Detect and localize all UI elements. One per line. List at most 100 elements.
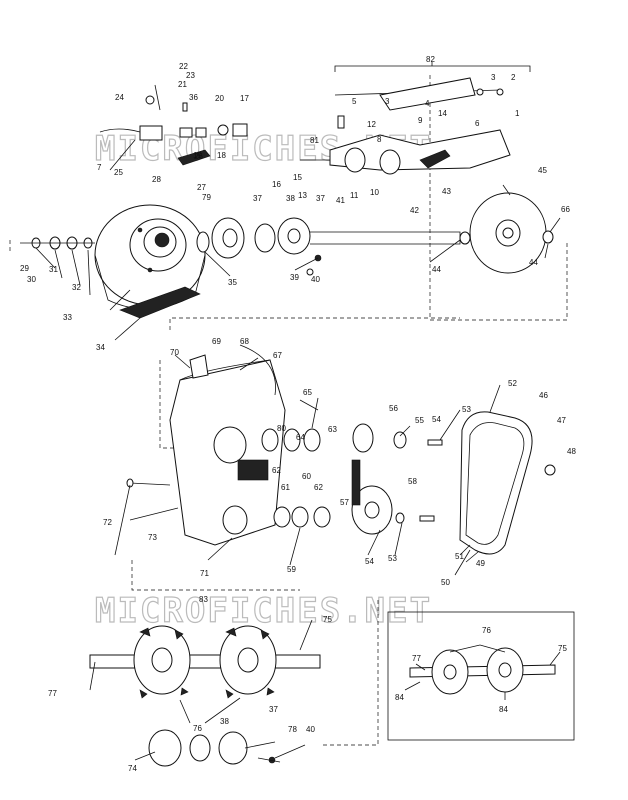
label-68: 68 — [240, 337, 249, 346]
label-44: 44 — [432, 265, 441, 274]
label-46: 46 — [539, 391, 548, 400]
label-77: 77 — [48, 689, 57, 698]
bolt-72 — [126, 478, 171, 488]
label-65: 65 — [303, 388, 312, 397]
label-39: 39 — [290, 273, 299, 282]
label-18: 18 — [217, 151, 226, 160]
label-62: 62 — [272, 466, 281, 475]
label-60: 60 — [302, 472, 311, 481]
label-76b: 76 — [482, 626, 491, 635]
label-36: 36 — [189, 93, 198, 102]
label-50: 50 — [441, 578, 450, 587]
chaincase-housing — [169, 344, 286, 546]
label-78: 78 — [288, 725, 297, 734]
label-51: 51 — [455, 552, 464, 561]
dashline-upper-right — [429, 75, 568, 321]
label-7: 7 — [97, 163, 102, 172]
label-1: 1 — [515, 109, 520, 118]
watermark-bottom: MICROFICHES.NET — [95, 591, 432, 631]
label-31: 31 — [49, 265, 58, 274]
label-71: 71 — [200, 569, 209, 578]
label-37a: 37 — [253, 194, 262, 203]
label-28: 28 — [152, 175, 161, 184]
label-4: 4 — [425, 99, 430, 108]
label-38b: 38 — [220, 717, 229, 726]
drive-belt — [119, 286, 201, 319]
label-52: 52 — [508, 379, 517, 388]
label-29: 29 — [20, 264, 29, 273]
brake-linkage — [300, 77, 511, 175]
label-49: 49 — [476, 559, 485, 568]
label-17: 17 — [240, 94, 249, 103]
label-79: 79 — [202, 193, 211, 202]
label-16: 16 — [272, 180, 281, 189]
label-27: 27 — [197, 183, 206, 192]
label-3: 3 — [491, 73, 496, 82]
label-26: 26 — [194, 152, 203, 161]
label-83: 83 — [199, 595, 208, 604]
label-14: 14 — [438, 109, 447, 118]
label-33: 33 — [63, 313, 72, 322]
label-84: 84 — [395, 693, 404, 702]
drive-pulley — [94, 204, 206, 310]
label-58: 58 — [408, 477, 417, 486]
top-left-small-parts — [99, 84, 248, 166]
label-48: 48 — [567, 447, 576, 456]
drive-axle — [89, 625, 321, 699]
label-73: 73 — [148, 533, 157, 542]
label-23: 23 — [186, 71, 195, 80]
label-53b: 53 — [388, 554, 397, 563]
label-8: 8 — [377, 135, 382, 144]
label-44b: 44 — [529, 258, 538, 267]
label-81: 81 — [310, 136, 319, 145]
label-2: 2 — [511, 73, 516, 82]
label-12: 12 — [367, 120, 376, 129]
label-67: 67 — [273, 351, 282, 360]
label-22: 22 — [179, 62, 188, 71]
label-64: 64 — [296, 433, 305, 442]
label-6: 6 — [475, 119, 480, 128]
part-labels: 1 2 3 3 4 5 6 7 8 9 10 11 12 13 14 15 16… — [20, 55, 576, 773]
label-10: 10 — [370, 188, 379, 197]
label-74: 74 — [128, 764, 137, 773]
label-20: 20 — [215, 94, 224, 103]
label-54: 54 — [432, 415, 441, 424]
label-38: 38 — [286, 194, 295, 203]
label-19: 19 — [193, 151, 202, 160]
label-59: 59 — [287, 565, 296, 574]
label-40: 40 — [311, 275, 320, 284]
dashline-inset — [320, 600, 379, 746]
left-washers — [20, 236, 95, 250]
label-30: 30 — [27, 275, 36, 284]
brake-disc — [469, 192, 554, 274]
label-80: 80 — [277, 424, 286, 433]
sprockets-chain — [351, 423, 443, 535]
label-37c: 37 — [269, 705, 278, 714]
label-57: 57 — [340, 498, 349, 507]
chaincase-cover — [459, 411, 556, 555]
label-55: 55 — [415, 416, 424, 425]
bracket-82 — [334, 65, 531, 72]
label-42: 42 — [410, 206, 419, 215]
inset-box — [387, 611, 575, 741]
label-75b: 75 — [558, 644, 567, 653]
label-41: 41 — [336, 196, 345, 205]
dashline-upper-mid — [169, 317, 460, 330]
label-72: 72 — [103, 518, 112, 527]
label-37b: 37 — [316, 194, 325, 203]
label-13: 13 — [298, 191, 307, 200]
bearings-seals — [261, 399, 331, 528]
inset-axle — [409, 647, 556, 695]
label-15: 15 — [293, 173, 302, 182]
leader-lines — [35, 139, 561, 761]
label-24: 24 — [115, 93, 124, 102]
bottom-hub-parts — [148, 729, 281, 767]
label-69: 69 — [212, 337, 221, 346]
label-35: 35 — [228, 278, 237, 287]
label-3b: 3 — [385, 97, 390, 106]
label-45: 45 — [538, 166, 547, 175]
label-40b: 40 — [306, 725, 315, 734]
label-32: 32 — [72, 283, 81, 292]
